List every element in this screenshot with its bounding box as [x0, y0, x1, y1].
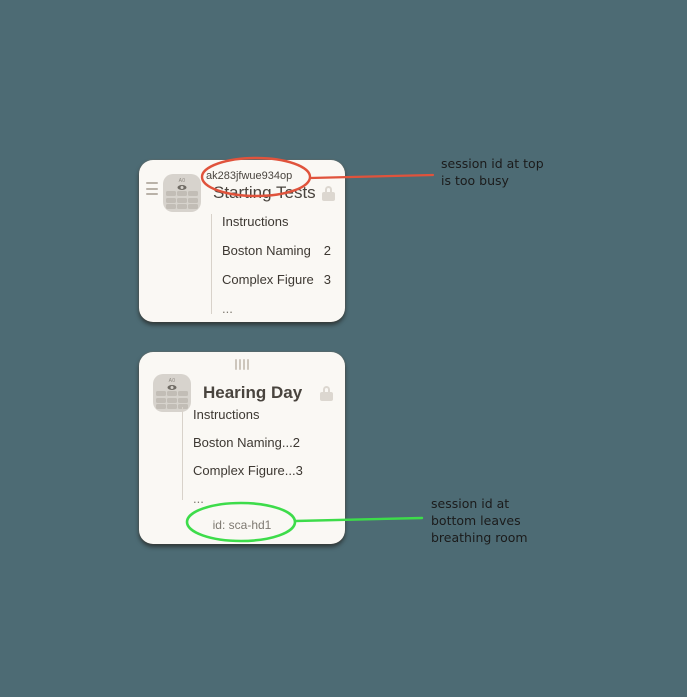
task-value: 2 [323, 243, 331, 258]
task-value: 3 [295, 463, 303, 478]
session-card-top[interactable]: ak283jfwue934op A0 Starting Tests [139, 160, 345, 322]
handle-bar [235, 359, 237, 370]
drag-handle-icon[interactable] [146, 182, 158, 195]
keypad-key [188, 191, 198, 196]
keypad-key [178, 391, 188, 396]
keypad-key [177, 204, 187, 209]
keypad-key [166, 191, 176, 196]
keypad-key [156, 404, 166, 409]
task-row[interactable]: Boston Naming ... 2 [193, 435, 329, 450]
keypad-key [177, 197, 187, 203]
keypad-key [166, 197, 176, 203]
task-label: Complex Figure [222, 272, 314, 287]
task-label: Complex Figure [193, 463, 285, 478]
task-leader: ... [284, 463, 296, 478]
app-tile-label: A0 [178, 178, 186, 184]
task-row[interactable]: Complex Figure ... 3 [193, 463, 329, 478]
task-label: Boston Naming [222, 243, 311, 258]
task-row[interactable]: Complex Figure 3 [222, 272, 331, 287]
task-value: 2 [292, 435, 300, 450]
handle-bar [146, 187, 158, 190]
keypad-key [188, 197, 198, 203]
keypad-key [156, 391, 166, 396]
task-label: Boston Naming [193, 435, 282, 450]
keypad-key [178, 397, 188, 403]
keypad-key [188, 204, 198, 209]
task-row-more[interactable]: ... [193, 491, 329, 506]
task-row[interactable]: Instructions [193, 407, 329, 422]
task-value: 3 [323, 272, 331, 287]
keypad-key [167, 397, 177, 403]
keypad-grid-icon [166, 191, 198, 209]
handle-bar [247, 359, 249, 370]
lock-icon[interactable] [320, 385, 333, 401]
task-list: Instructions Boston Naming ... 2 Complex… [182, 407, 329, 506]
task-row[interactable]: Instructions [222, 214, 331, 229]
keypad-key [167, 391, 177, 396]
app-tile-icon: A0 [163, 174, 201, 212]
keypad-key [167, 404, 177, 409]
task-list: Instructions Boston Naming 2 Complex Fig… [211, 214, 331, 316]
handle-bar [243, 359, 245, 370]
task-row-more[interactable]: ... [222, 301, 331, 316]
session-card-bottom[interactable]: A0 Hearing Day [139, 352, 345, 544]
annotation-text-bottom: session id at bottom leaves breathing ro… [431, 496, 528, 545]
handle-bar [239, 359, 241, 370]
lock-shackle [325, 185, 332, 193]
task-row[interactable]: Boston Naming 2 [222, 243, 331, 258]
task-leader: ... [281, 435, 293, 450]
lock-icon[interactable] [322, 185, 335, 201]
eye-icon [177, 185, 187, 190]
annotation-text-top: session id at top is too busy [441, 156, 544, 188]
card-title: Hearing Day [203, 383, 303, 402]
keypad-key [178, 404, 188, 409]
task-label: ... [193, 491, 204, 506]
task-label: Instructions [222, 214, 289, 229]
keypad-key [166, 204, 176, 209]
app-tile-icon: A0 [153, 374, 191, 412]
card-header: A0 Hearing Day [153, 374, 333, 412]
keypad-grid-icon [156, 391, 188, 409]
card-header: A0 Starting Tests [163, 174, 335, 212]
app-tile-label: A0 [168, 378, 176, 384]
keypad-key [156, 397, 166, 403]
task-label: Instructions [193, 407, 260, 422]
handle-bar [146, 182, 158, 184]
session-id-label-bottom: id: sca-hd1 [212, 518, 272, 532]
card-title: Starting Tests [213, 183, 316, 202]
drag-handle-icon[interactable] [139, 359, 345, 370]
keypad-key [177, 191, 187, 196]
eye-icon [167, 385, 177, 390]
handle-bar [146, 193, 158, 195]
lock-body [322, 191, 335, 201]
lock-body [320, 391, 333, 401]
lock-shackle [323, 385, 330, 393]
task-label: ... [222, 301, 233, 316]
